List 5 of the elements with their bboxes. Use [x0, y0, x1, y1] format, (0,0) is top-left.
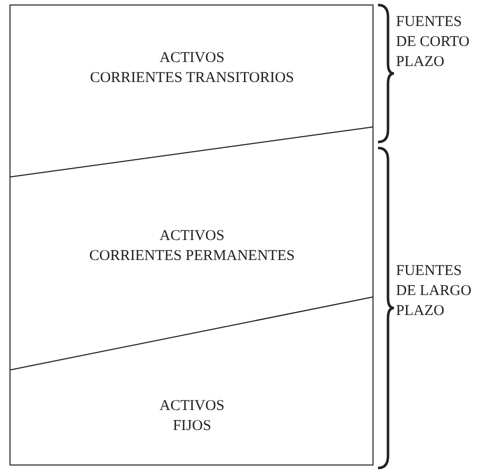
region-label: ACTIVOS CORRIENTES TRANSITORIOS — [88, 49, 296, 88]
region-label: ACTIVOS CORRIENTES PERMANENTES — [88, 227, 296, 266]
brace-label: FUENTES DE LARGO PLAZO — [396, 262, 472, 321]
region-label: ACTIVOS FIJOS — [158, 397, 226, 436]
brace-label: FUENTES DE CORTO PLAZO — [396, 13, 470, 72]
